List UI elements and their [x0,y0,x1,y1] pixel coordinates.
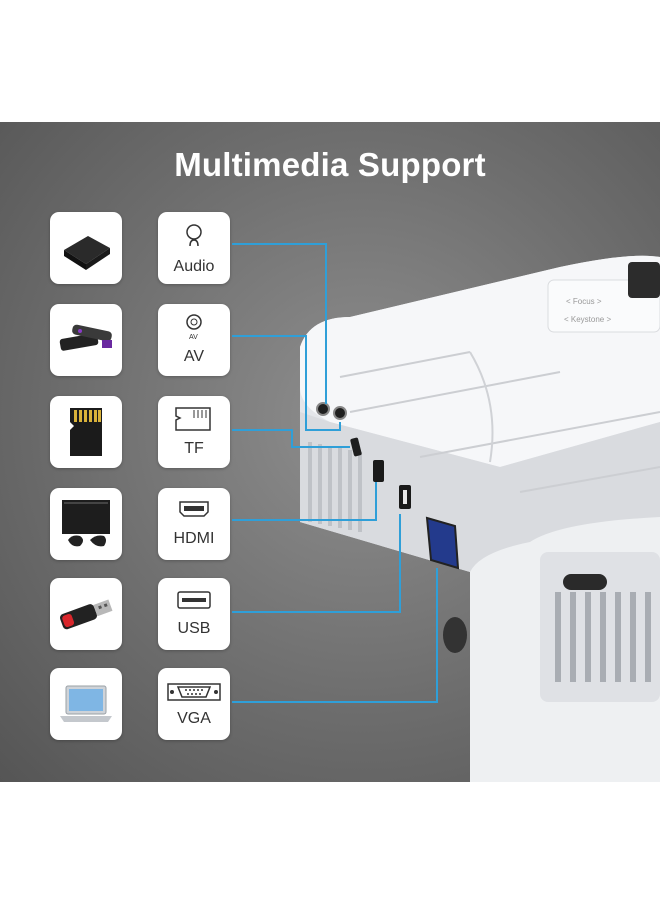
port-label-av: AV [183,348,205,365]
focus-label: < Focus > [566,297,602,306]
port-label-tf: TF [184,440,204,457]
game-console-icon [62,500,110,547]
port-tile-hdmi: HDMI [158,488,230,560]
port-tile-usb: USB [158,578,230,650]
laptop-icon [60,685,112,722]
page-title: Multimedia Support [174,146,486,183]
streaming-stick-remote-icon [59,324,112,351]
svg-text:AV: AV [189,334,198,341]
port-tile-av: AV AV [158,304,230,376]
headphone-jack-icon [186,224,202,247]
port-label-audio: Audio [173,258,215,275]
device-tile-usb-drive [50,578,122,650]
audio-connector-line [232,243,327,404]
av-jack-icon: AV [186,314,202,341]
device-tile-game-console [50,488,122,560]
vga-port-icon [167,683,221,701]
port-tile-vga: VGA [158,668,230,740]
tf-card-slot-icon [175,407,211,431]
projector-illustration: < Focus > < Keystone > [232,243,660,782]
device-tile-sd-card [50,396,122,468]
connector-lines [232,243,438,703]
port-label-hdmi: HDMI [173,530,215,547]
usb-port-icon [177,591,211,609]
port-tile-audio: Audio [158,212,230,284]
device-tile-laptop [50,668,122,740]
hdmi-port-icon [179,501,209,517]
keystone-label: < Keystone > [564,315,611,324]
micro-sd-card-icon [70,408,102,456]
projector-ports [316,402,460,570]
port-tile-tf: TF [158,396,230,468]
device-tile-tv-box [50,212,122,284]
projector-body: < Focus > < Keystone > [300,255,660,782]
port-label-usb: USB [177,620,211,637]
tv-box-icon [64,236,110,270]
usb-flash-drive-icon [59,599,113,630]
port-label-vga: VGA [177,710,211,727]
device-tile-streaming-stick [50,304,122,376]
